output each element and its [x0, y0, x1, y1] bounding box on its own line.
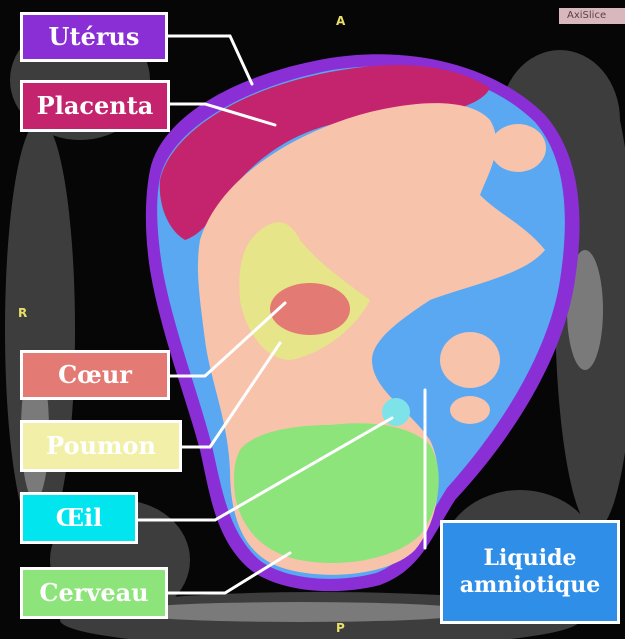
orientation-posterior: P — [336, 621, 345, 635]
heart-region — [270, 283, 350, 335]
label-amniotic-line1: Liquide — [484, 545, 577, 573]
viewer-badge: AxiSlice — [559, 8, 625, 24]
orientation-right: R — [18, 306, 27, 320]
label-lung: Poumon — [20, 420, 182, 472]
label-placenta: Placenta — [20, 80, 170, 132]
fetus-limb — [450, 396, 490, 424]
label-amniotic-line2: amniotique — [460, 572, 600, 600]
fetus-limb — [440, 332, 500, 388]
label-eye: Œil — [20, 492, 138, 544]
label-amniotic-fluid: Liquide amniotique — [440, 520, 620, 624]
label-uterus: Utérus — [20, 12, 168, 62]
orientation-anterior: A — [336, 14, 345, 28]
fetus-limb — [490, 124, 546, 172]
brain-region — [234, 423, 439, 563]
label-brain: Cerveau — [20, 567, 168, 619]
label-heart: Cœur — [20, 350, 170, 400]
